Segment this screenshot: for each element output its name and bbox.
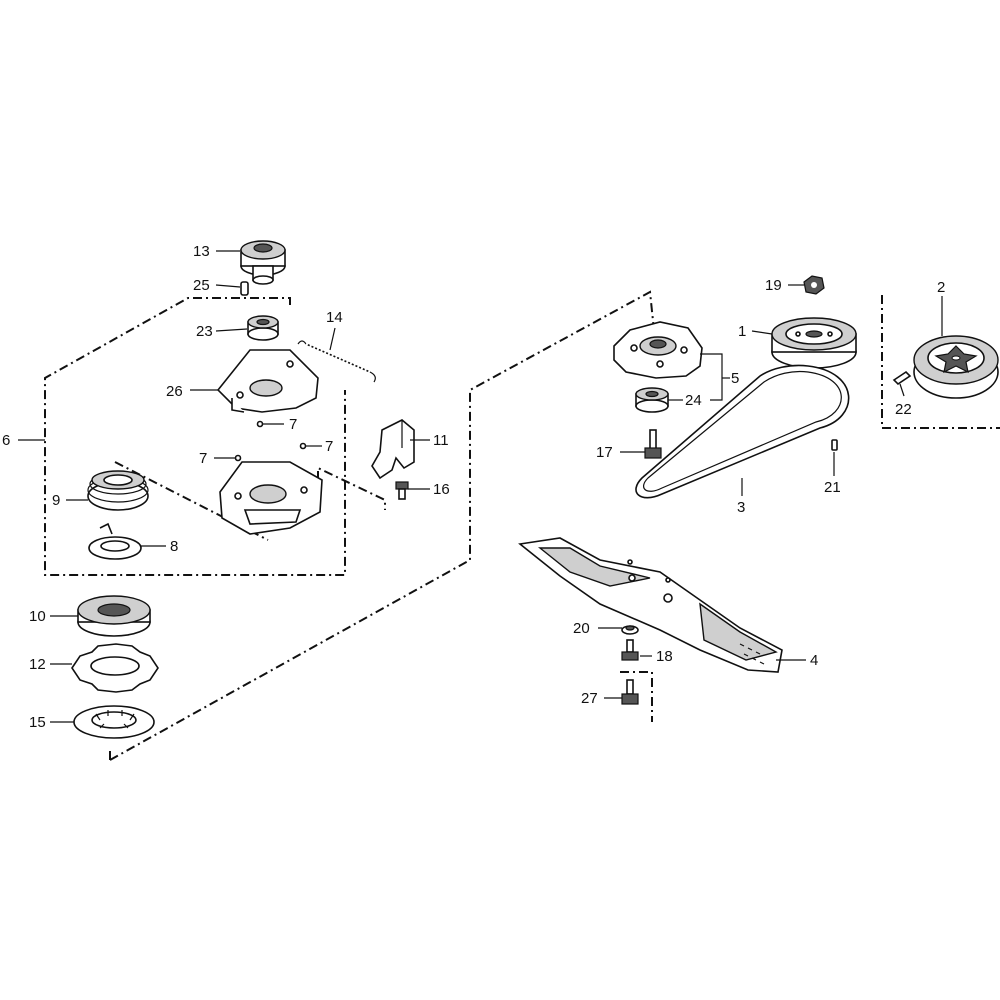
- callout-19: 19: [765, 277, 782, 294]
- part-1-pulley: [771, 317, 857, 369]
- part-3-belt: [635, 364, 850, 499]
- callout-17: 17: [596, 444, 613, 461]
- callout-23: 23: [196, 323, 213, 340]
- leader-lines: [18, 250, 943, 723]
- callout-3: 3: [737, 499, 745, 516]
- callout-15: 15: [29, 714, 46, 731]
- part-4-blade: [518, 537, 783, 673]
- callout-20: 20: [573, 620, 590, 637]
- callout-16: 16: [433, 481, 450, 498]
- callout-12: 12: [29, 656, 46, 673]
- part-15-star-washer: [73, 705, 155, 739]
- assembly-outline-27: [620, 671, 653, 722]
- callout-11: 11: [433, 432, 449, 449]
- part-9-coil: [87, 470, 149, 511]
- part-17-bolt: [644, 429, 662, 459]
- part-5-housing: [613, 321, 703, 379]
- callout-4: 4: [810, 652, 818, 669]
- callout-8: 8: [170, 538, 178, 555]
- part-16-bolt: [395, 481, 409, 500]
- callout-7a: 7: [289, 416, 297, 433]
- part-23-bearing: [247, 315, 279, 341]
- part-13-pulley: [240, 240, 286, 285]
- callout-7b: 7: [199, 450, 207, 467]
- part-24-bearing: [635, 387, 669, 413]
- part-11-bracket: [371, 419, 415, 480]
- part-18-bolt: [621, 639, 639, 661]
- callout-26: 26: [166, 383, 183, 400]
- callout-24: 24: [685, 392, 702, 409]
- callout-18: 18: [656, 648, 673, 665]
- callout-labels: 13 25 23 14 26 7 7 7 6 9 8 11 16 10 12 1…: [2, 243, 945, 731]
- callout-7c: 7: [325, 438, 333, 455]
- part-8-clip: [88, 522, 142, 560]
- callout-13: 13: [193, 243, 210, 260]
- callout-10: 10: [29, 608, 46, 625]
- callout-27: 27: [581, 690, 598, 707]
- part-14-spring: [297, 340, 376, 383]
- callout-22: 22: [895, 401, 912, 418]
- assembly-outline-6: [44, 297, 386, 576]
- callout-14: 14: [326, 309, 343, 326]
- part-25-key: [240, 281, 249, 296]
- part-26-plate: [216, 349, 319, 413]
- callout-2: 2: [937, 279, 945, 296]
- assembly-outline-2: [881, 295, 1000, 429]
- assembly-outline-5: [109, 290, 656, 761]
- callout-1: 1: [738, 323, 746, 340]
- part-lower-plate: [219, 461, 323, 535]
- part-22-key: [892, 370, 912, 386]
- part-10-bearing-disc: [77, 595, 151, 637]
- part-7-pins: [234, 420, 307, 462]
- callout-25: 25: [193, 277, 210, 294]
- part-12-gear-ring: [71, 643, 159, 693]
- callout-9: 9: [52, 492, 60, 509]
- part-2-pulley: [913, 335, 999, 399]
- part-19-nut: [803, 275, 825, 295]
- callout-5: 5: [731, 370, 739, 387]
- callout-6: 6: [2, 432, 10, 449]
- callout-21: 21: [824, 479, 841, 496]
- part-21-pin: [831, 439, 838, 451]
- part-20-washer: [621, 625, 639, 635]
- part-27-bolt: [621, 679, 639, 705]
